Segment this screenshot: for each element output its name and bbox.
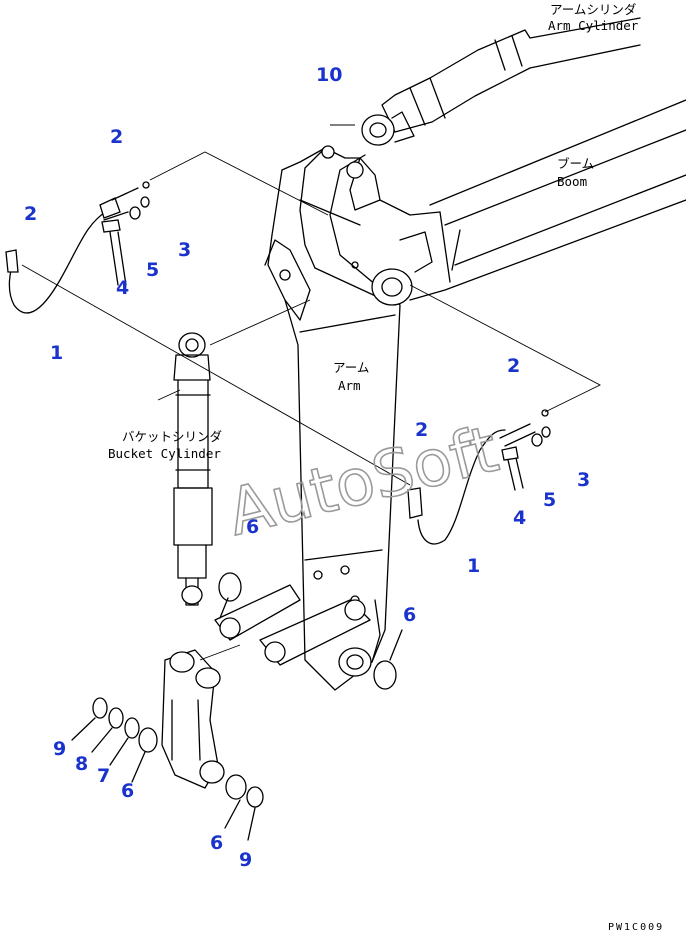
callout-4-right: 4: [513, 507, 526, 529]
callout-3-left: 3: [178, 239, 191, 261]
bucket-links: [161, 584, 371, 789]
shim-6-right: [373, 660, 397, 690]
callout-2-left: 2: [24, 203, 37, 225]
shim-6-lower-b: [225, 774, 247, 800]
arm: [264, 145, 441, 691]
label-bucket-cylinder-jp: バケットシリンダ: [122, 429, 222, 444]
label-boom-jp: ブーム: [557, 156, 594, 171]
callout-3-right: 3: [577, 469, 590, 491]
callout-6-right: 6: [403, 604, 416, 626]
callout-7: 7: [97, 765, 110, 787]
callout-1-left: 1: [50, 342, 63, 364]
grease-hose-right: [407, 409, 551, 545]
callout-9-lower: 9: [239, 849, 252, 871]
grease-hose-left: [5, 187, 139, 314]
callout-numbers: 10 2 2 3 4 5 1 2 2 3 4 5 1 6 6 9 8 7 6 6…: [24, 64, 590, 871]
bucket-cylinder: [173, 332, 213, 606]
watermark-text: AutoSoft: [221, 413, 506, 551]
part-labels: アームシリンダ Arm Cylinder ブーム Boom アーム Arm バケ…: [108, 2, 664, 933]
boom: [409, 99, 686, 301]
label-arm-en: Arm: [338, 378, 361, 393]
callout-4-left: 4: [116, 277, 129, 299]
callout-6-lower: 6: [210, 832, 223, 854]
label-bucket-cylinder-en: Bucket Cylinder: [108, 446, 221, 461]
leader-lines: [21, 124, 601, 661]
callout-2-right-upper: 2: [507, 355, 520, 377]
shim-8: [108, 707, 124, 729]
shim-6-upper: [218, 572, 242, 602]
shim-9-b: [246, 786, 264, 808]
callout-9-left: 9: [53, 738, 66, 760]
label-arm-cylinder-jp: アームシリンダ: [550, 2, 636, 17]
drawing-code: PW1C009: [608, 922, 664, 933]
label-arm-cylinder-en: Arm Cylinder: [548, 18, 639, 33]
callout-8: 8: [75, 753, 88, 775]
callout-5-right: 5: [543, 489, 556, 511]
callout-1-right: 1: [467, 555, 480, 577]
shim-7: [124, 717, 140, 739]
shims: [71, 572, 403, 841]
callout-6-upper: 6: [246, 516, 259, 538]
label-boom-en: Boom: [557, 174, 587, 189]
left-fittings: [101, 181, 150, 286]
callout-6-lower-left: 6: [121, 780, 134, 802]
shim-6-lower-a: [138, 727, 158, 753]
callout-2-right: 2: [415, 419, 428, 441]
callout-2-left-upper: 2: [110, 126, 123, 148]
label-arm-jp: アーム: [333, 360, 369, 375]
callout-10: 10: [316, 64, 342, 86]
arm-cylinder: [361, 17, 641, 146]
callout-5-left: 5: [146, 259, 159, 281]
shim-9-a: [92, 697, 108, 719]
